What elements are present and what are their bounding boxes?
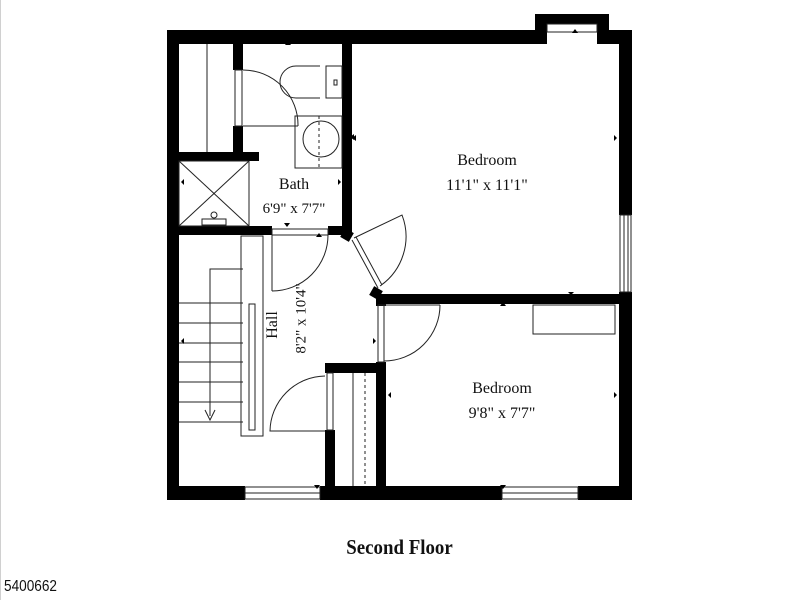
- wall-south-right: [578, 486, 632, 500]
- room-name-bedroom-1: Bedroom: [457, 152, 517, 169]
- wall-bath-hall-left: [179, 226, 272, 235]
- wall-south-mid: [320, 486, 502, 500]
- wall-closet-hall: [325, 363, 385, 373]
- listing-id: 5400662: [4, 578, 57, 595]
- room-dim-bedroom-1: 11'1" x 11'1": [446, 177, 528, 194]
- wall-north: [167, 30, 545, 44]
- bump-top: [535, 14, 609, 24]
- wall-bedroom-divider: [376, 294, 621, 304]
- wall-bedroom2-west: [376, 362, 386, 492]
- room-name-bedroom-2: Bedroom: [472, 380, 532, 397]
- room-name-hall: Hall: [264, 311, 281, 339]
- wall-west: [167, 30, 179, 500]
- room-name-bath: Bath: [278, 176, 310, 193]
- room-dim-bedroom-2: 9'8" x 7'7": [468, 405, 536, 422]
- wall-bath-bedroom: [342, 30, 352, 235]
- wall-east-lower: [619, 292, 632, 500]
- floor-title: Second Floor: [346, 535, 453, 559]
- wall-south-left: [167, 486, 245, 500]
- wall-east-upper: [619, 30, 632, 215]
- wall-closet: [179, 152, 259, 161]
- room-dim-bath: 6'9" x 7'7": [262, 201, 326, 217]
- room-dim-hall: 8'2" x 10'4": [293, 283, 310, 354]
